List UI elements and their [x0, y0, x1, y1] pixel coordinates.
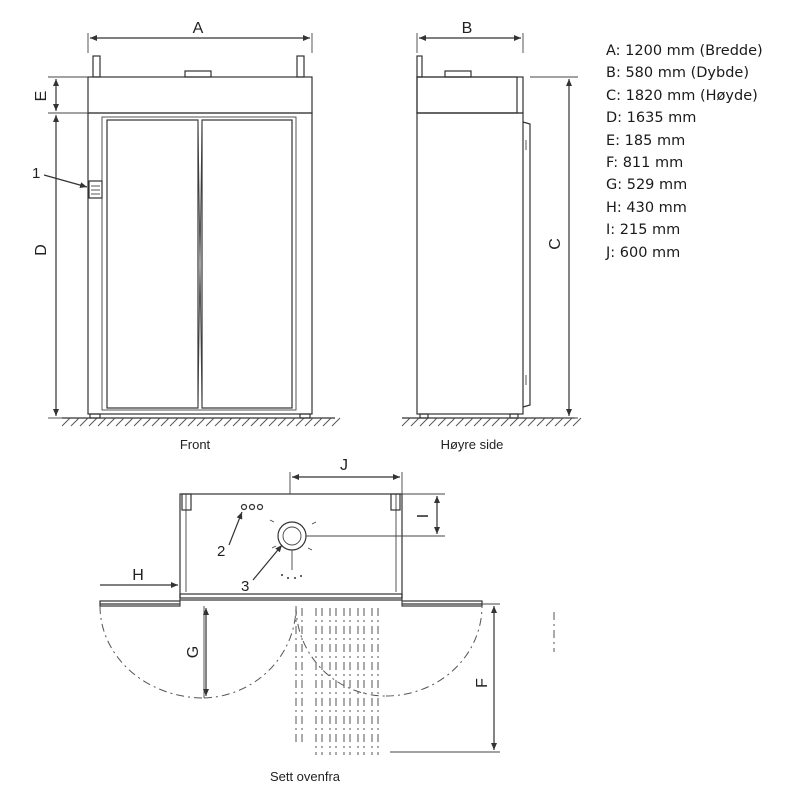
side-view: B C Høyre side	[401, 20, 582, 452]
dim-label-h: H	[132, 567, 144, 584]
top-view: J I H G F 2 3 Sett ovenfra	[99, 457, 555, 784]
dim-label-g: G	[185, 646, 202, 658]
legend-item-f: F: 811 mm	[606, 155, 684, 172]
legend-item-c: C: 1820 mm (Høyde)	[606, 87, 758, 104]
callout-3: 3	[241, 578, 249, 595]
dim-label-a: A	[193, 20, 204, 37]
front-view: A E D 1 Front	[32, 20, 341, 452]
legend-item-g: G: 529 mm	[606, 177, 688, 194]
dim-label-e: E	[33, 91, 50, 102]
dim-label-j: J	[340, 457, 348, 474]
dim-label-f: F	[474, 678, 491, 688]
front-ground-hatch	[61, 417, 341, 427]
side-ground-hatch	[401, 417, 582, 427]
dimension-legend: A: 1200 mm (Bredde) B: 580 mm (Dybde) C:…	[606, 40, 763, 264]
legend-item-e: E: 185 mm	[606, 132, 686, 149]
view-label-front: Front	[180, 437, 211, 452]
callout-1: 1	[32, 165, 40, 182]
dim-label-b: B	[462, 20, 473, 37]
legend-item-d: D: 1635 mm	[606, 110, 697, 127]
rack-rails	[295, 608, 379, 755]
legend-item-b: B: 580 mm (Dybde)	[606, 65, 749, 82]
legend-item-a: A: 1200 mm (Bredde)	[606, 43, 763, 59]
dim-label-c: C	[547, 238, 564, 250]
legend-item-i: I: 215 mm	[606, 222, 681, 239]
dim-label-i: I	[415, 514, 432, 518]
callout-2: 2	[217, 543, 225, 560]
control-panel-icon	[88, 180, 103, 199]
view-label-side: Høyre side	[441, 437, 504, 452]
view-label-top: Sett ovenfra	[270, 769, 341, 784]
dim-label-d: D	[33, 244, 50, 256]
legend-item-j: J: 600 mm	[606, 244, 681, 261]
legend-item-h: H: 430 mm	[606, 199, 687, 216]
